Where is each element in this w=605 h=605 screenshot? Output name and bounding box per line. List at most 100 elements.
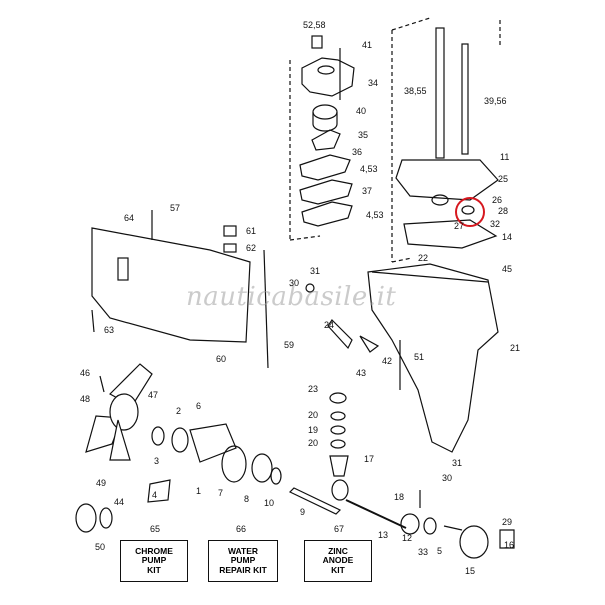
spring-33: [423, 517, 437, 535]
water-pump-housing: [301, 35, 355, 97]
callout-12: 12: [402, 533, 413, 543]
impeller: [312, 104, 338, 120]
bearing-carrier: [189, 423, 237, 463]
stud-59: [263, 249, 269, 369]
callout-23: 23: [308, 384, 319, 394]
callout-3: 3: [154, 456, 160, 466]
gear-17: [331, 479, 349, 501]
callout-43: 43: [356, 368, 367, 378]
callout-39-56: 39,56: [484, 96, 507, 106]
callout-49: 49: [96, 478, 107, 488]
callout-29: 29: [502, 517, 513, 527]
callout-8: 8: [244, 494, 250, 504]
water-tube: [461, 43, 469, 155]
callout-11: 11: [500, 152, 510, 162]
callout-57: 57: [170, 203, 181, 213]
washer-20b: [330, 439, 346, 449]
callout-59: 59: [284, 340, 295, 350]
propeller: [85, 363, 153, 461]
callout-15: 15: [465, 566, 476, 576]
callout-22: 22: [418, 253, 429, 263]
bearing-8: [251, 453, 273, 483]
impeller-plate: [299, 179, 353, 205]
assembly-outline: [391, 17, 501, 263]
callout-40: 40: [356, 106, 367, 116]
callout-4-53b: 4,53: [366, 210, 384, 220]
bearing-19: [330, 425, 346, 435]
callout-41: 41: [362, 40, 373, 50]
callout-38-55: 38,55: [404, 86, 427, 96]
callout-28: 28: [498, 206, 509, 216]
callout-5: 5: [437, 546, 443, 556]
o-ring-7: [221, 445, 247, 483]
gasket-lower: [301, 201, 353, 227]
seal-4: [171, 427, 189, 453]
callout-64: 64: [124, 213, 135, 223]
callout-45: 45: [502, 264, 513, 274]
spacer-44: [75, 503, 97, 533]
callout-24: 24: [324, 320, 335, 330]
screw-63: [91, 309, 95, 333]
callout-13: 13: [378, 530, 389, 540]
callout-32: 32: [490, 219, 501, 229]
callout-18: 18: [394, 492, 405, 502]
thrust-washer-50: [99, 507, 113, 529]
clutch-dog: [400, 513, 420, 535]
bushing-62: [223, 243, 237, 253]
callout-50: 50: [95, 542, 106, 552]
callout-36: 36: [352, 147, 363, 157]
chrome-pump-kit-box: CHROME PUMP KIT: [120, 540, 188, 582]
plug-16: [499, 529, 515, 549]
pump-assembly-outline: [289, 60, 321, 241]
lock-tab: [147, 479, 171, 503]
forward-gear: [459, 525, 489, 559]
callout-52-58: 52,58: [303, 20, 326, 30]
exhaust-housing: [91, 227, 251, 343]
callout-34: 34: [368, 78, 379, 88]
callout-33: 33: [418, 547, 429, 557]
shift-rod: [327, 319, 353, 350]
washer-10: [270, 467, 282, 485]
retainer-5: [443, 525, 463, 531]
callout-42: 42: [382, 356, 393, 366]
washer-20a: [330, 411, 346, 421]
callout-47: 47: [148, 390, 159, 400]
bushing-61: [223, 225, 237, 237]
callout-30b: 30: [442, 473, 453, 483]
callout-1: 1: [196, 486, 202, 496]
callout-60: 60: [216, 354, 227, 364]
drive-shaft: [435, 27, 445, 159]
callout-30a: 30: [289, 278, 300, 288]
callout-61: 61: [246, 226, 257, 236]
callout-16: 16: [504, 540, 515, 550]
callout-4: 4: [152, 490, 158, 500]
callout-51: 51: [414, 352, 425, 362]
water-pump-repair-kit-box: WATER PUMP REPAIR KIT: [208, 540, 278, 582]
watermark: nauticabasile.it: [186, 282, 397, 312]
grommet: [431, 194, 449, 206]
callout-27: 27: [454, 221, 465, 231]
callout-4-53a: 4,53: [360, 164, 378, 174]
callout-6: 6: [196, 401, 202, 411]
callout-48: 48: [80, 394, 91, 404]
callout-66: 66: [236, 524, 247, 534]
callout-17: 17: [364, 454, 375, 464]
pinion-gear: [329, 455, 349, 477]
callout-65: 65: [150, 524, 161, 534]
callout-10: 10: [264, 498, 275, 508]
impeller-key: [311, 129, 341, 151]
callout-62: 62: [246, 243, 257, 253]
callout-37: 37: [362, 186, 373, 196]
callout-14: 14: [502, 232, 513, 242]
zinc-anode-kit-box: ZINC ANODE KIT: [304, 540, 372, 582]
pump-base-plate: [395, 159, 499, 201]
shift-link: [305, 283, 315, 293]
gasket-upper: [299, 154, 351, 181]
callout-31a: 31: [310, 266, 321, 276]
gasket-14: [403, 219, 498, 249]
shift-lever-42: [359, 335, 380, 353]
callout-63: 63: [104, 325, 115, 335]
callout-25: 25: [498, 174, 509, 184]
callout-44: 44: [114, 497, 125, 507]
